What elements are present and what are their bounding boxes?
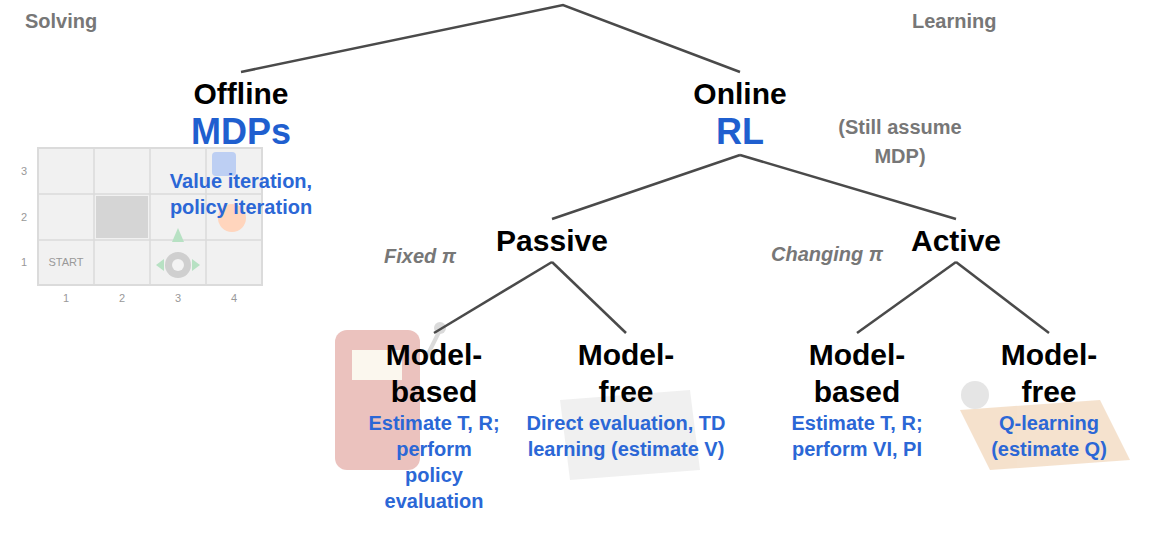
node-title: Model- free xyxy=(551,336,701,410)
tree-node: Model- freeDirect evaluation, TD learnin… xyxy=(519,336,734,462)
node-title: Offline xyxy=(194,75,289,112)
node-title: Active xyxy=(911,222,1001,259)
tree-branch xyxy=(552,155,740,219)
node-text: (Still assume MDP) xyxy=(815,113,985,171)
grid-label: 1 xyxy=(21,256,27,268)
heading-label: Learning xyxy=(912,10,996,33)
grid-label: 3 xyxy=(175,292,181,304)
tree-node: Model- basedEstimate T, R; perform polic… xyxy=(359,336,509,514)
node-text: Value iteration, policy iteration xyxy=(141,168,341,220)
grid-label: 2 xyxy=(21,211,27,223)
node-text: Q-learning (estimate Q) xyxy=(974,410,1124,462)
node-title: Model- based xyxy=(359,336,509,410)
grid-label: 3 xyxy=(21,165,27,177)
tree-node: OfflineMDPsValue iteration, policy itera… xyxy=(141,75,341,220)
grid-label: 4 xyxy=(231,292,237,304)
tree-branch xyxy=(552,262,626,333)
grid-label: 2 xyxy=(119,292,125,304)
tree-branch xyxy=(241,5,740,72)
heading-label: Solving xyxy=(25,10,97,33)
tree-node: PassiveFixed π xyxy=(496,222,608,259)
node-text: RL xyxy=(716,112,764,152)
node-title: Passive xyxy=(496,222,608,259)
node-text: Fixed π xyxy=(384,242,456,271)
node-text: Changing π xyxy=(767,240,887,269)
grid-label: 1 xyxy=(63,292,69,304)
tree-node: Model- freeQ-learning (estimate Q) xyxy=(974,336,1124,462)
tree-branch xyxy=(434,262,552,333)
node-title: Online xyxy=(693,75,786,112)
tree-node: OnlineRL(Still assume MDP) xyxy=(693,75,786,152)
node-text: MDPs xyxy=(191,112,291,152)
tree-node: ActiveChanging π xyxy=(911,222,1001,259)
node-title: Model- based xyxy=(782,336,932,410)
node-text: Direct evaluation, TD learning (estimate… xyxy=(519,410,734,462)
node-title: Model- free xyxy=(979,336,1119,410)
tree-node: Model- basedEstimate T, R; perform VI, P… xyxy=(782,336,932,462)
node-text: Estimate T, R; perform VI, PI xyxy=(790,410,925,462)
grid-label: START xyxy=(48,256,83,268)
tree-branch xyxy=(956,262,1049,333)
tree-branch xyxy=(857,262,956,333)
node-text: Estimate T, R; perform policy evaluation xyxy=(367,410,502,514)
